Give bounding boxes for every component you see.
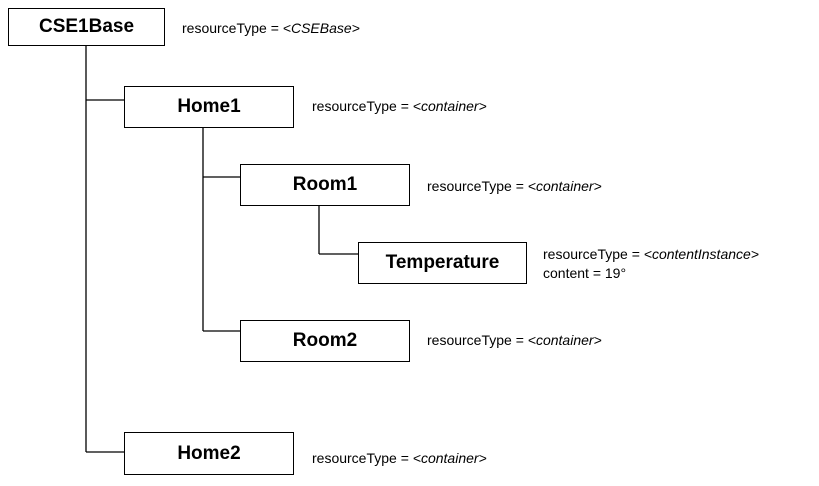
node-room2-label: Room2 [292,330,358,351]
node-temperature-resource-type: resourceType = <contentInstance> [543,246,759,262]
node-home1[interactable]: Home1 [124,86,294,128]
node-temperature[interactable]: Temperature [358,242,527,284]
node-temperature-content: content = 19° [543,265,627,281]
node-temperature-label: Temperature [385,252,500,273]
node-cse1base-resource-type: resourceType = <CSEBase> [182,20,360,36]
node-room2[interactable]: Room2 [240,320,410,362]
node-home2[interactable]: Home2 [124,432,294,475]
node-room1[interactable]: Room1 [240,164,410,206]
node-home2-label: Home2 [177,442,241,464]
node-home1-resource-type: resourceType = <container> [312,98,487,114]
node-cse1base[interactable]: CSE1Base [8,8,165,46]
node-home2-resource-type: resourceType = <container> [312,450,487,466]
node-room1-resource-type: resourceType = <container> [427,178,602,194]
node-home1-label: Home1 [177,96,241,117]
node-cse1base-label: CSE1Base [38,16,135,37]
node-room2-resource-type: resourceType = <container> [427,332,602,348]
node-room1-label: Room1 [292,174,358,195]
